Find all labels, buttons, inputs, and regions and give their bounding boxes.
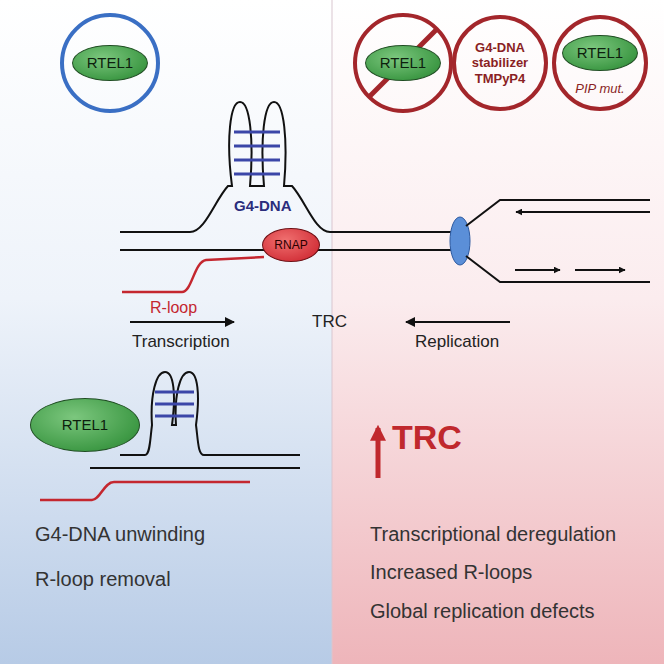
- condition-circle: G4-DNA stabilizer TMPyP4: [452, 15, 548, 111]
- okazaki-fragment: [575, 269, 625, 271]
- outcome-heading: TRC: [392, 418, 462, 457]
- transcription-arrow: [130, 321, 234, 323]
- node-text: RTEL1: [380, 54, 426, 72]
- displaced-rna: [40, 482, 250, 500]
- dna-top-strand: [120, 372, 300, 455]
- g4-quartets: [155, 392, 194, 416]
- condition-circle: PIP mut. RTEL1: [552, 15, 648, 111]
- node-text: G4-DNA stabilizer TMPyP4: [470, 40, 530, 87]
- left-panel: [0, 0, 332, 664]
- outcome-label: Increased R-loops: [370, 561, 532, 584]
- process-label: Transcription: [132, 332, 230, 352]
- panel-divider: [332, 0, 333, 664]
- replication-arrow: [406, 321, 510, 323]
- protein-ellipse: RTEL1: [72, 45, 148, 81]
- r-loop-rna: [122, 257, 264, 292]
- okazaki-fragment: [515, 269, 560, 271]
- function-label: G4-DNA unwinding: [35, 523, 205, 546]
- polymerase-ellipse: RNAP: [262, 228, 320, 262]
- lagging-strand: [516, 211, 650, 213]
- dna-top-strand: [120, 102, 455, 232]
- dna-bottom-strand: [90, 467, 300, 469]
- node-text: RTEL1: [87, 54, 133, 72]
- protein-ellipse: RTEL1: [365, 45, 441, 81]
- outcome-label: Global replication defects: [370, 600, 595, 623]
- condition-circle: [62, 15, 158, 111]
- daughter-template: [466, 256, 650, 282]
- structure-label: R-loop: [150, 299, 197, 317]
- process-label: TRC: [312, 312, 347, 332]
- protein-ellipse: RTEL1: [30, 398, 140, 452]
- structure-label: G4-DNA: [234, 197, 292, 214]
- condition-circle: [355, 15, 451, 111]
- node-text: PIP mut.: [575, 81, 624, 97]
- function-label: R-loop removal: [35, 568, 171, 591]
- protein-ellipse: RTEL1: [562, 35, 638, 71]
- node-text: RNAP: [274, 238, 307, 252]
- node-text: RTEL1: [62, 416, 108, 434]
- process-label: Replication: [415, 332, 499, 352]
- daughter-template: [466, 200, 650, 226]
- g4-quartets: [234, 132, 280, 174]
- increase-arrow: [376, 428, 381, 478]
- right-panel: [332, 0, 664, 664]
- outcome-label: Transcriptional deregulation: [370, 523, 616, 546]
- node-text: RTEL1: [577, 44, 623, 62]
